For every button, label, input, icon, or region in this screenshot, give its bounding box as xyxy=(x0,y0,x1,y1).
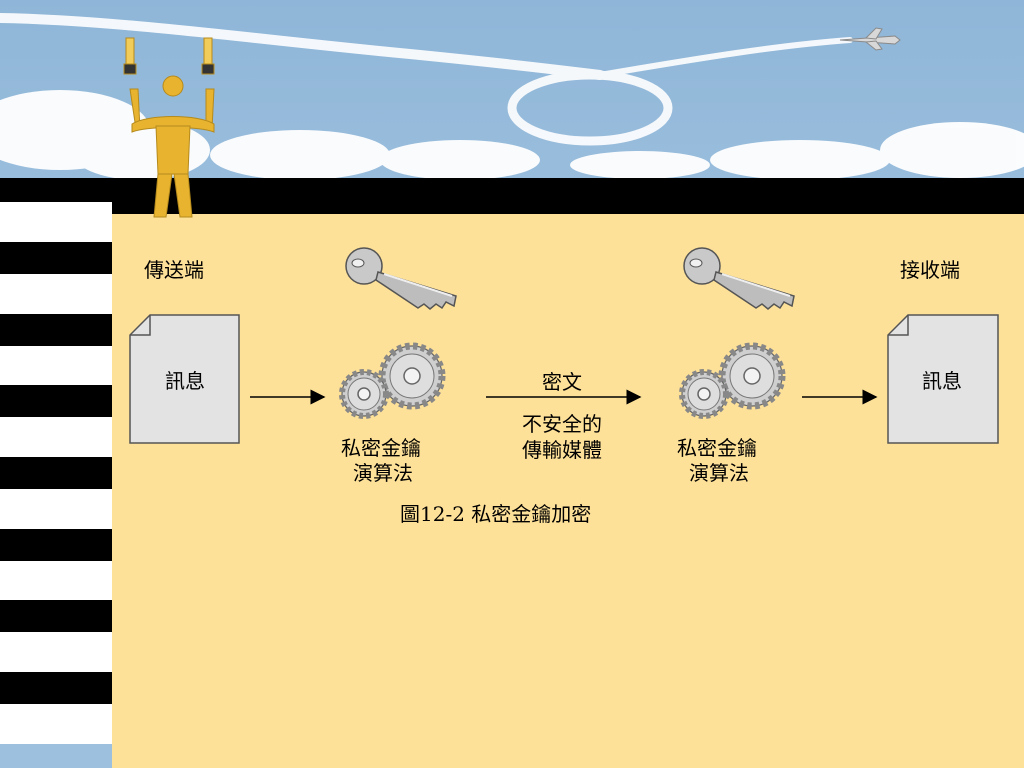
encryption-diagram: 傳送端 訊息 私密金鑰 演算法 密文 不安全的 傳輸媒體 私密金鑰 演算法 接收… xyxy=(129,247,999,526)
receiver-document-icon xyxy=(887,314,999,444)
key-icon xyxy=(683,247,795,310)
key-icon xyxy=(345,247,457,310)
receiver-message-label: 訊息 xyxy=(922,369,962,393)
top-bar xyxy=(112,178,1024,214)
medium-line1: 不安全的 xyxy=(522,412,602,436)
sender-document-icon xyxy=(129,314,240,444)
signal-person-icon xyxy=(123,37,215,218)
gears-icon xyxy=(342,346,442,416)
content-panel xyxy=(112,214,1024,768)
sender-message-label: 訊息 xyxy=(165,369,205,393)
algorithm-left-line1: 私密金鑰 xyxy=(341,436,421,460)
sender-label: 傳送端 xyxy=(144,258,204,282)
gears-icon xyxy=(682,346,782,416)
receiver-label: 接收端 xyxy=(900,258,960,282)
airplane-icon xyxy=(839,27,901,51)
algorithm-left-line2: 演算法 xyxy=(353,461,413,485)
algorithm-right-line2: 演算法 xyxy=(689,461,749,485)
striped-left-border xyxy=(0,178,112,768)
ciphertext-label: 密文 xyxy=(542,370,582,394)
figure-caption: 圖12-2 私密金鑰加密 xyxy=(400,502,591,526)
skywriting-trail xyxy=(0,13,853,146)
algorithm-right-line1: 私密金鑰 xyxy=(677,436,757,460)
medium-line2: 傳輸媒體 xyxy=(522,438,602,462)
